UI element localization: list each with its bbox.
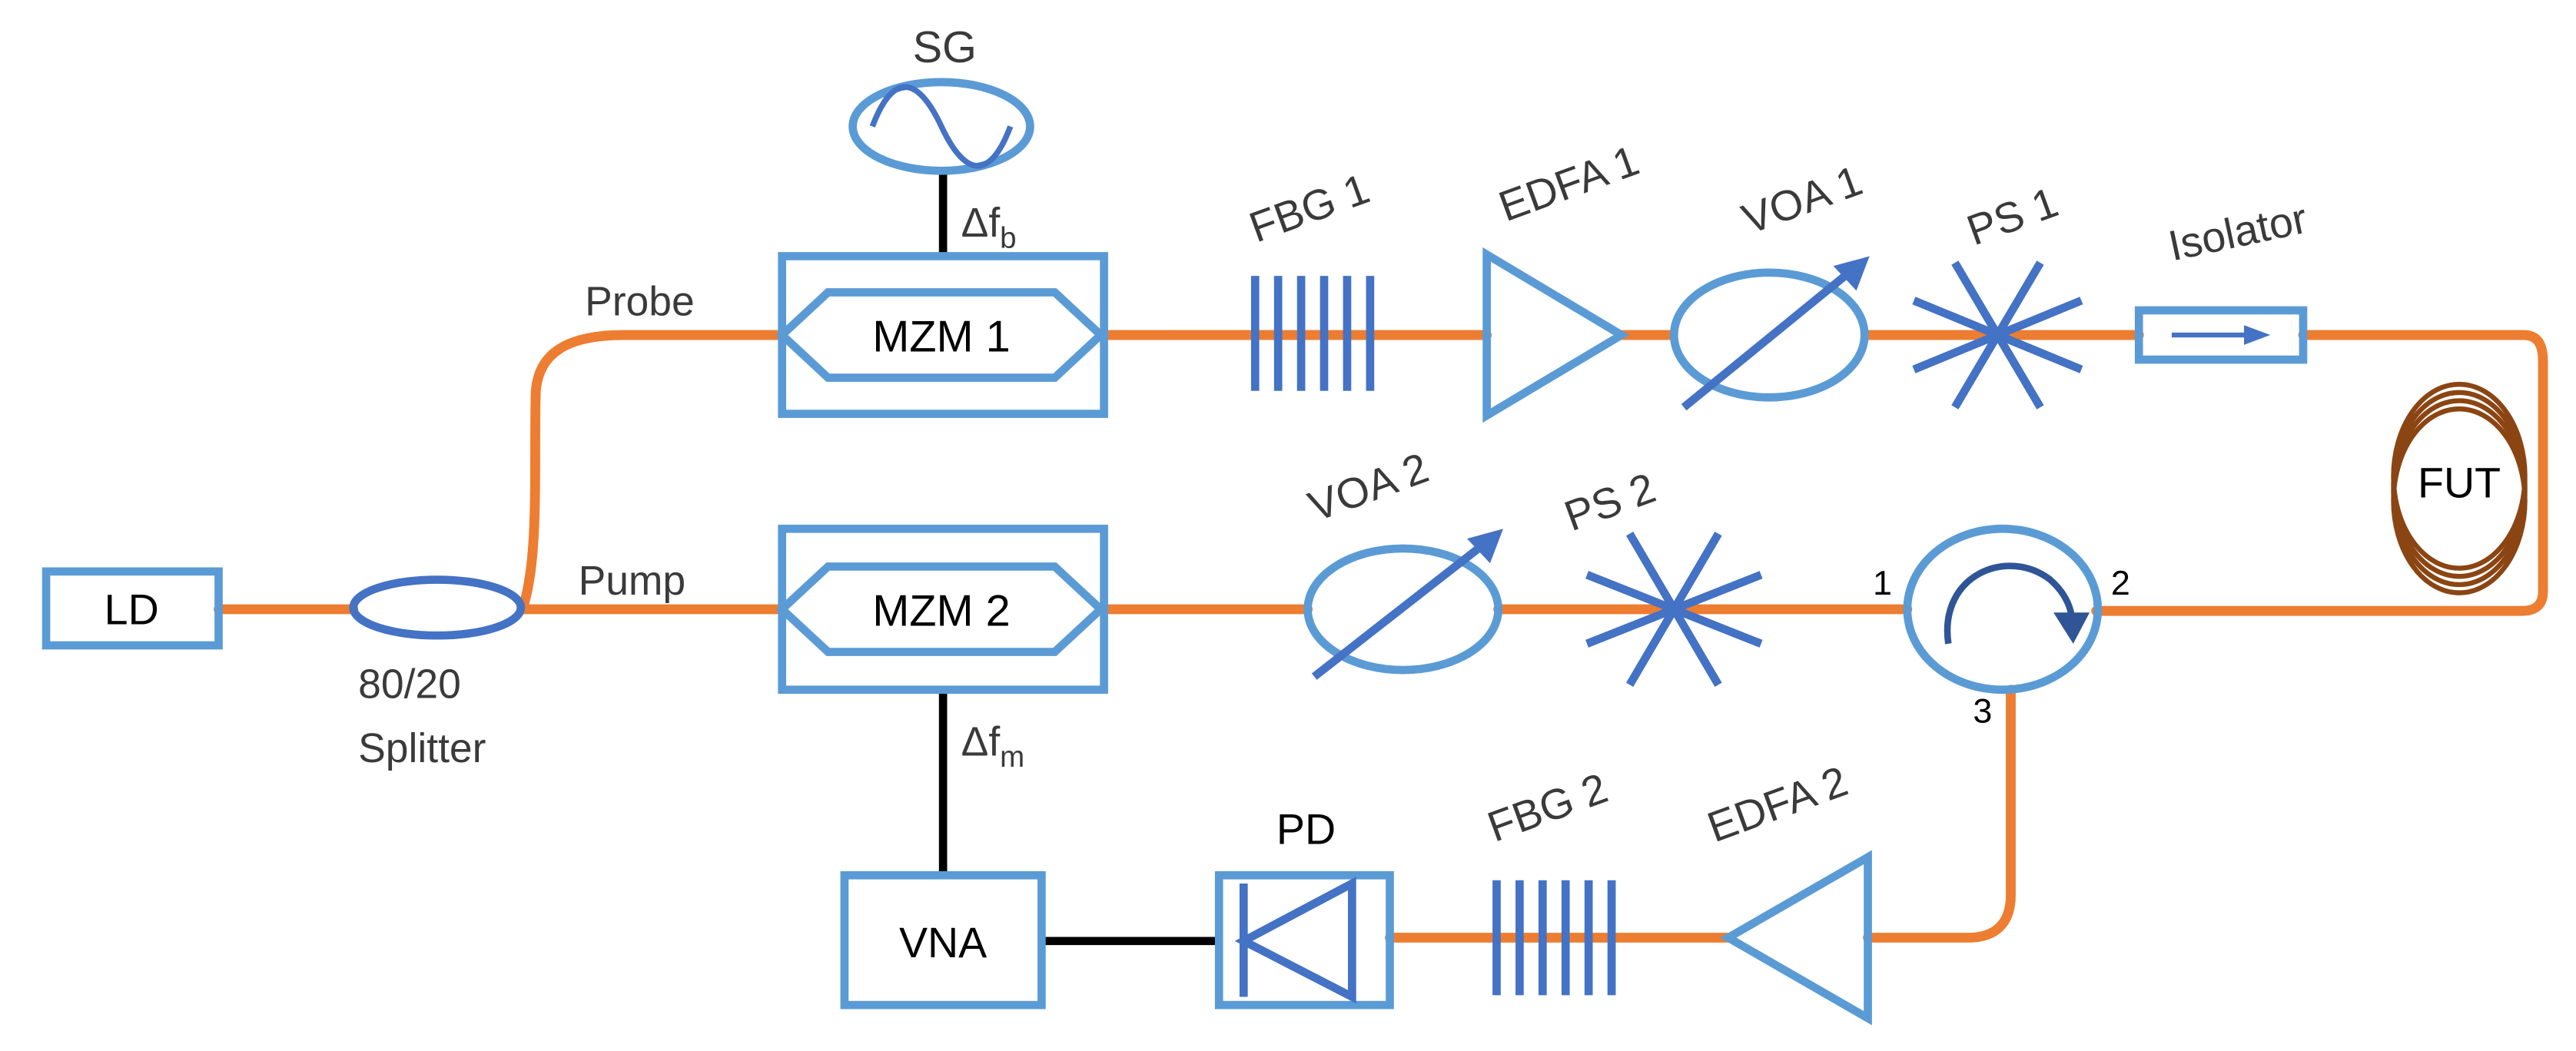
isolator: Isolator [2134, 194, 2311, 364]
splitter-label-line1: 80/20 [358, 661, 461, 707]
mzm2-label: MZM 2 [872, 586, 1011, 635]
variable-attenuator-icon [1311, 539, 1489, 680]
circ-port3-label: 3 [1973, 691, 1992, 731]
mzm1-label: MZM 1 [872, 312, 1011, 361]
fbg2-label: FBG 2 [1482, 764, 1614, 850]
voa2-body [1303, 544, 1502, 675]
fiber-bragg-grating-icon [1250, 276, 1375, 391]
mach-zehnder-modulator-icon [775, 562, 1107, 656]
voa1-arrow-head [1833, 256, 1870, 291]
ps2: PS 2 [1559, 464, 1763, 688]
edfa2-label: EDFA 2 [1701, 757, 1854, 851]
splitter-label-line2: Splitter [358, 726, 486, 771]
ps2-label: PS 2 [1559, 464, 1661, 540]
edfa1: EDFA 1 [1482, 136, 1645, 423]
delta-fm-label: Δfm [961, 719, 1025, 774]
fbg2: FBG 2 [1482, 764, 1616, 996]
variable-attenuator-icon [1681, 266, 1856, 411]
ps1-label: PS 1 [1960, 178, 2063, 254]
splitter-icon [349, 575, 526, 640]
voa1-body [1669, 268, 1869, 402]
photodetector: PD [1214, 806, 1394, 1010]
probe-label: Probe [585, 279, 695, 324]
voa2-label: VOA 2 [1303, 443, 1435, 530]
circ-port2-label: 2 [2111, 563, 2130, 602]
voa1: VOA 1 [1669, 156, 1870, 411]
sine-wave-icon [869, 84, 1014, 169]
circulator: 1 2 3 [1873, 524, 2130, 731]
fiber-paths [214, 330, 2548, 943]
vna-label: VNA [899, 919, 987, 966]
fut-label: FUT [2418, 459, 2501, 507]
fut: FUT [2391, 381, 2528, 595]
circ-port1-label: 1 [1873, 563, 1892, 602]
sg-label: SG [913, 23, 977, 72]
isolator-label: Isolator [2164, 194, 2311, 270]
pd-label: PD [1276, 806, 1336, 854]
pump-label: Pump [579, 559, 686, 604]
triangle-amplifier-icon [1720, 850, 1872, 1026]
fiber-bragg-grating-icon [1492, 880, 1616, 996]
fiber-probe-mzm1 [517, 330, 788, 615]
circulator-body [1903, 524, 2103, 695]
electrical-wires [938, 171, 1220, 946]
fiber-circ-port3-edfa2 [1863, 685, 2016, 943]
photodiode-icon [1234, 877, 1356, 1004]
voa2: VOA 2 [1303, 443, 1504, 680]
fiber-coil-icon [2391, 381, 2528, 595]
polarization-scrambler-star-icon [1585, 531, 1763, 688]
voa1-label: VOA 1 [1736, 156, 1868, 243]
circulator-icon [1944, 562, 2075, 645]
splitter: 80/20 Splitter [349, 575, 526, 771]
ld-box [41, 567, 223, 650]
mach-zehnder-modulator-icon [775, 288, 1107, 382]
vna: VNA [840, 870, 1046, 1010]
fiber-isolator-fut-top [2298, 330, 2548, 616]
mzm2: MZM 2 [775, 524, 1108, 695]
ld-label: LD [105, 585, 159, 633]
laser-diode: LD [41, 567, 223, 650]
circulator-arrow-head [2053, 612, 2090, 644]
fbg1-label: FBG 1 [1243, 164, 1376, 251]
vna-box [840, 870, 1046, 1010]
polarization-scrambler-star-icon [1912, 260, 2083, 409]
isolator-box [2134, 306, 2308, 364]
pd-box [1214, 870, 1394, 1010]
voa2-arrow-head [1466, 529, 1504, 564]
triangle-amplifier-icon [1482, 247, 1630, 423]
sg-body [848, 78, 1034, 175]
ps1: PS 1 [1912, 178, 2083, 409]
fbg1: FBG 1 [1243, 164, 1376, 391]
isolator-arrow-head [2244, 325, 2271, 345]
edfa1-label: EDFA 1 [1492, 136, 1645, 230]
signal-generator: SG [848, 23, 1034, 175]
edfa2: EDFA 2 [1701, 757, 1872, 1026]
delta-fb-label: Δfb [961, 201, 1017, 255]
mzm1: MZM 1 [775, 252, 1108, 418]
